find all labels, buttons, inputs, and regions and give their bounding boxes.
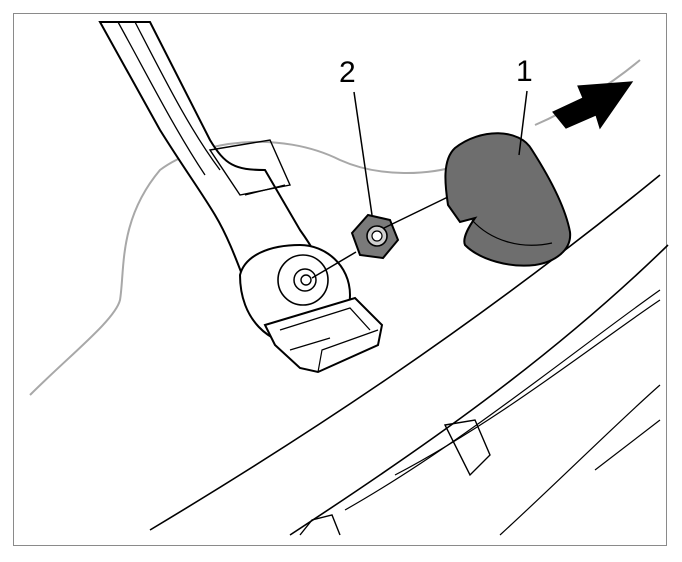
hood-line-1 [149,174,661,531]
direction-arrow [552,81,634,130]
hood-line-2 [289,244,669,536]
hood-line-3 [344,289,661,511]
assembly-line-cap [383,194,453,229]
cowl-segment [443,419,491,477]
spindle-bracket [263,296,384,374]
hood-line-6 [594,419,661,471]
hex-nut [350,213,400,260]
callout-label-1: 1 [516,55,533,88]
callout-2-leader [353,91,373,216]
callout-label-2: 2 [339,56,356,89]
cowl-detail [299,514,341,536]
callout-1-leader [518,90,528,156]
hood-line-4 [394,299,661,476]
assembly-line-nut [311,251,357,279]
hood-line-5 [499,384,661,536]
cover-cap [444,132,572,267]
